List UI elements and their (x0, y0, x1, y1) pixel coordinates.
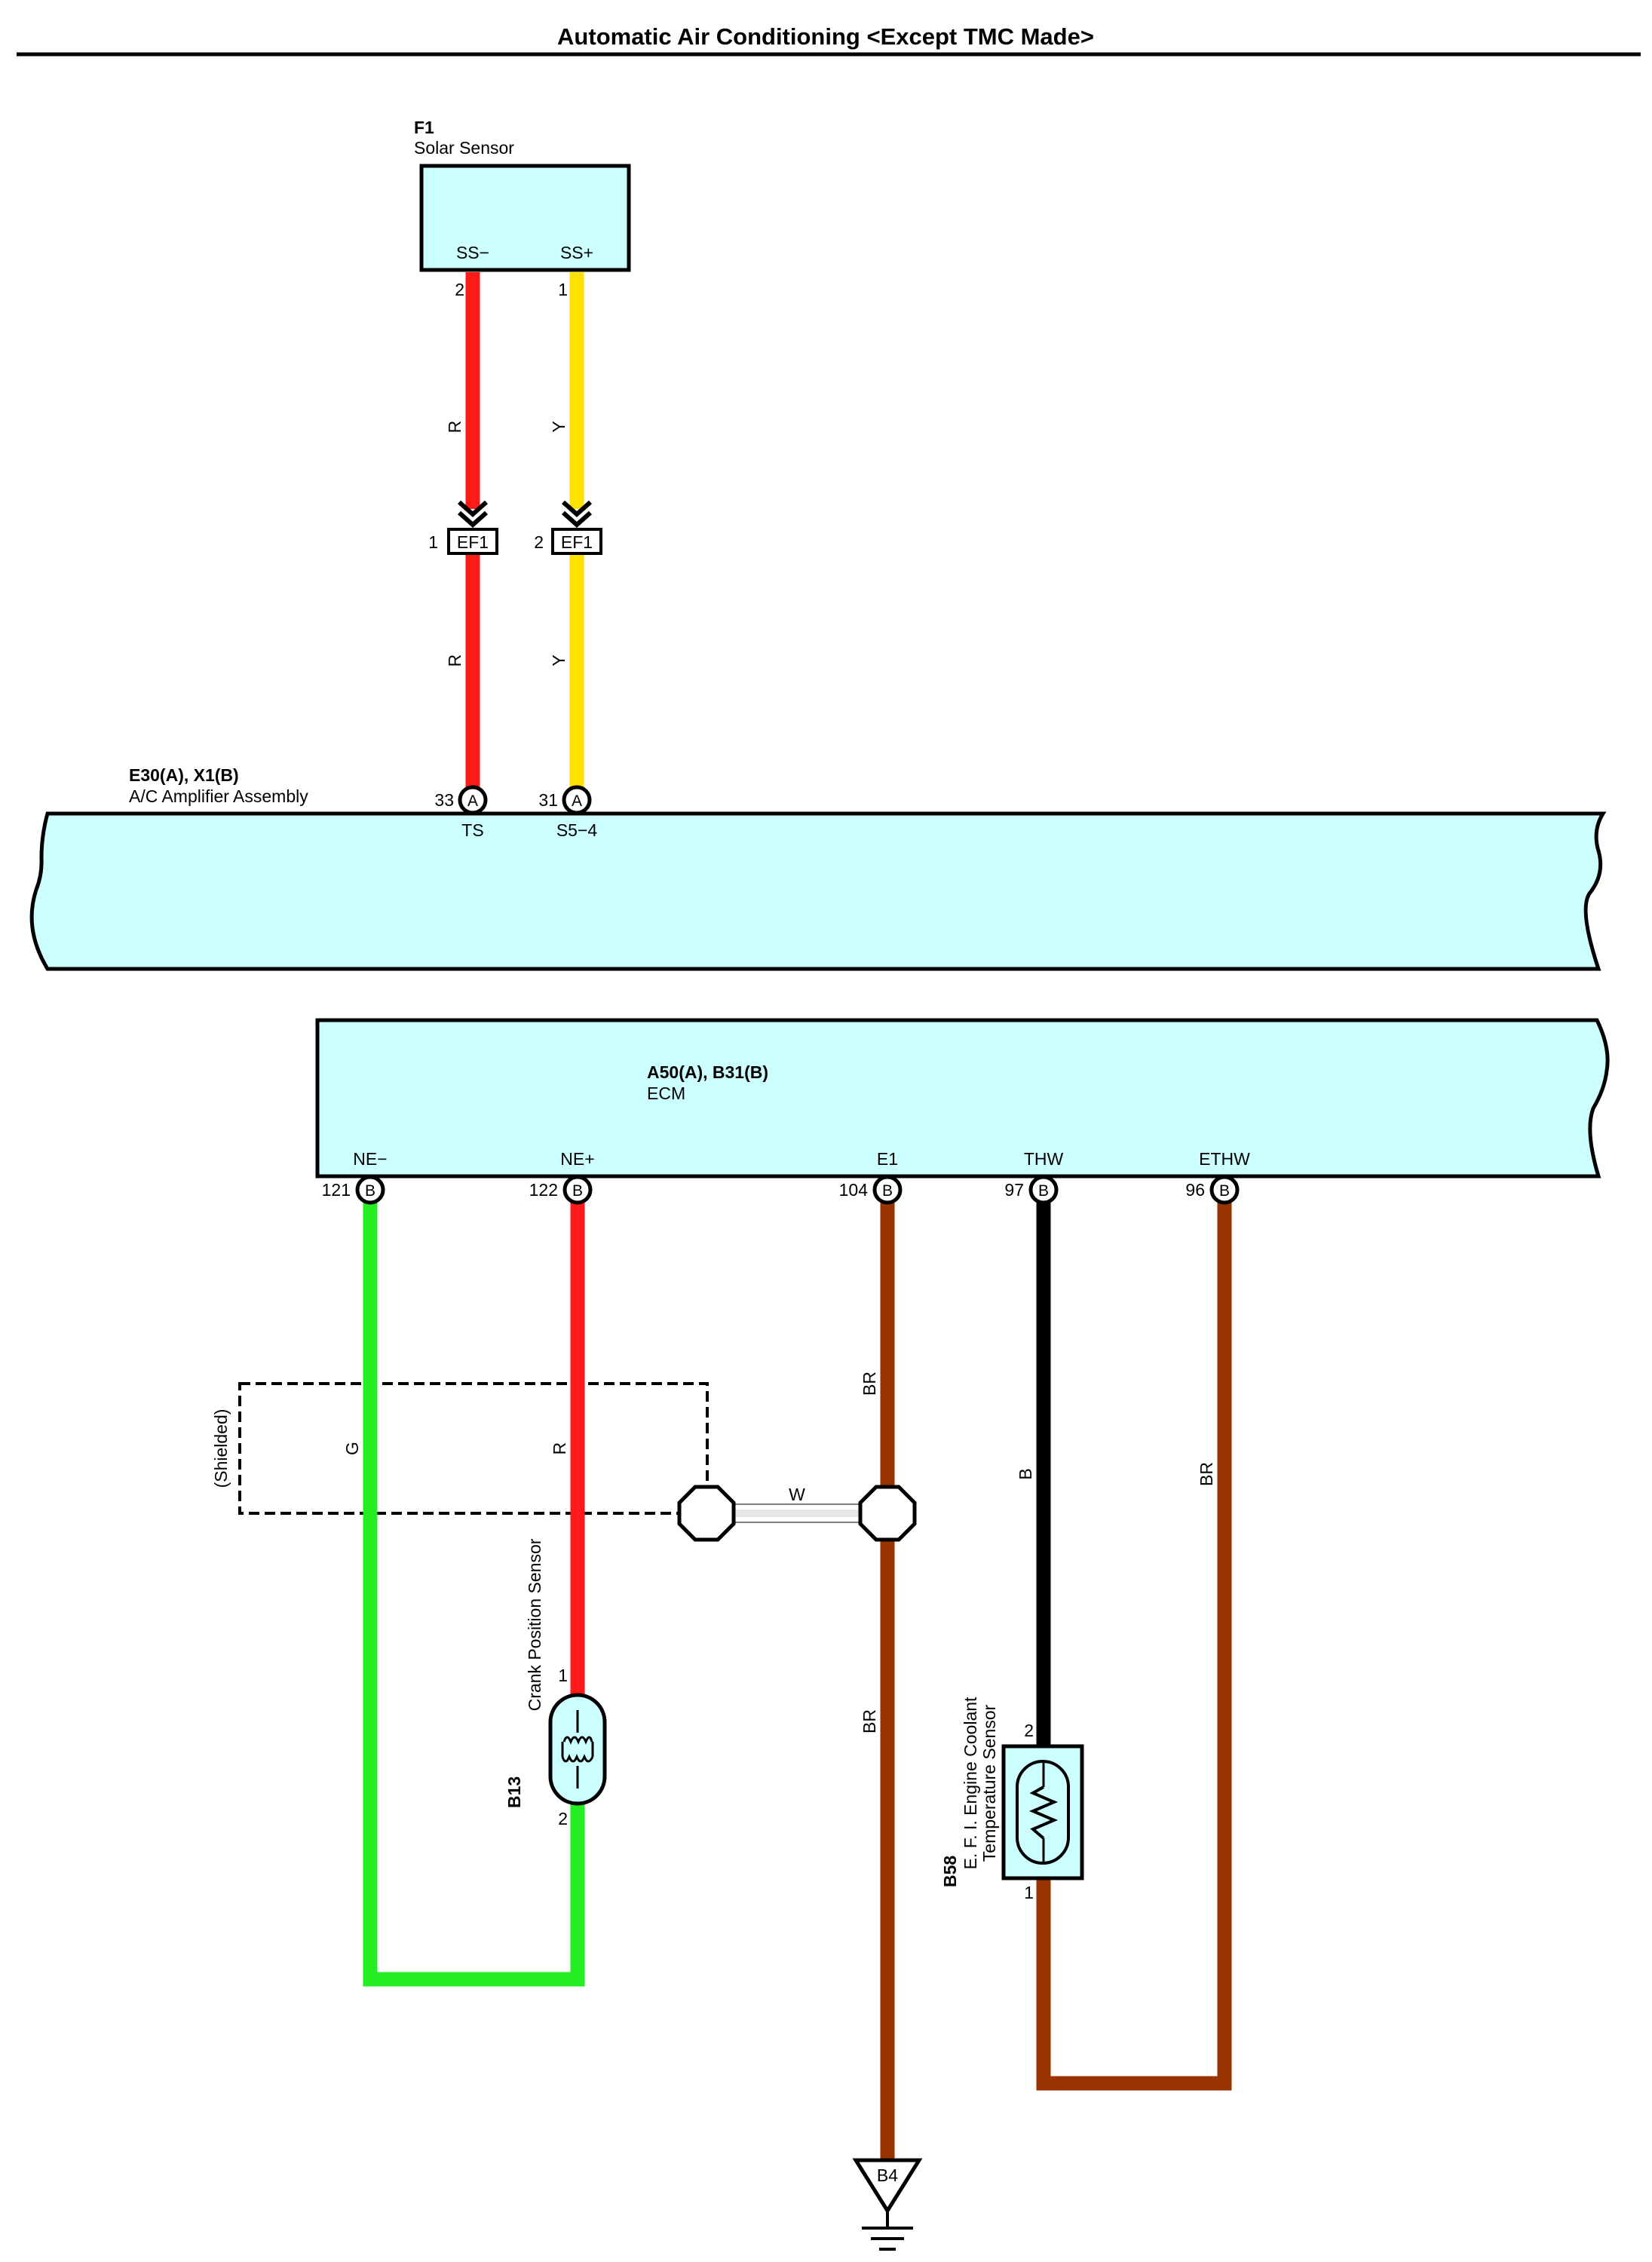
ecm-code: A50(A), B31(B) (647, 1062, 768, 1082)
wire-color-label: R (445, 654, 464, 667)
shield-joint-right (858, 1485, 917, 1542)
coolant-sensor-code: B58 (940, 1856, 960, 1887)
ac-amplifier-code: E30(A), X1(B) (129, 765, 239, 785)
wire-color-label: BR (860, 1709, 879, 1733)
connector-letter: B (882, 1182, 893, 1200)
ac-amplifier-pin-33: A (458, 785, 488, 815)
wire-color-label: Y (549, 654, 569, 666)
ecm-pin-label-e1: E1 (877, 1149, 898, 1169)
ecm-pin-label-ethw: ETHW (1199, 1149, 1250, 1169)
ef1-label: EF1 (457, 532, 489, 552)
crank-position-sensor (548, 1693, 607, 1806)
ef1-pin-num-2: 2 (534, 532, 544, 552)
crank-sensor-pin-2: 2 (558, 1809, 568, 1828)
wire-color-label: B (1016, 1468, 1035, 1479)
wire-g-ne-minus (363, 1203, 585, 1987)
ac-amplifier-name: A/C Amplifier Assembly (129, 786, 308, 806)
connector-letter: B (1038, 1182, 1049, 1200)
solar-sensor-code: F1 (414, 118, 434, 137)
wire-color-label: W (789, 1485, 805, 1504)
wire-br-ethw (1036, 1203, 1232, 2091)
wire-color-label: BR (1197, 1462, 1216, 1486)
ac-amplifier-pin-label: TS (461, 820, 483, 840)
ef1-connector-pin-1: EF1 (447, 500, 498, 555)
crank-sensor-name: Crank Position Sensor (525, 1538, 544, 1711)
ecm-pin-label-ne-minus: NE− (353, 1149, 387, 1169)
ecm-box (315, 1018, 1610, 1179)
connector-letter: B (365, 1182, 375, 1200)
ground-symbol (852, 2158, 923, 2251)
wire-color-label: BR (860, 1372, 879, 1396)
wire-color-label: Y (549, 421, 569, 432)
ecm-pin-104: B (872, 1175, 903, 1205)
ecm-name: ECM (647, 1083, 685, 1103)
wire-color-label: R (445, 421, 464, 434)
ecm-pin-121: B (355, 1175, 385, 1205)
coil-icon (562, 1736, 593, 1745)
solar-sensor-box (419, 164, 631, 272)
ground-label: B4 (877, 2165, 898, 2185)
coolant-sensor-name-line2: Temperature Sensor (979, 1704, 999, 1862)
ecm-pin-label-thw: THW (1024, 1149, 1064, 1169)
shield-label: (Shielded) (211, 1409, 231, 1488)
ef1-label: EF1 (561, 532, 593, 552)
solar-sensor-pin-label-ss-minus: SS− (456, 243, 489, 262)
crank-sensor-code: B13 (504, 1776, 524, 1808)
ef1-connector-pin-2: EF1 (551, 500, 602, 555)
ecm-pin-label-ne-plus: NE+ (560, 1149, 594, 1169)
ac-amplifier-box (29, 811, 1607, 971)
connector-letter: B (572, 1182, 583, 1200)
coolant-sensor-name-line1: E. F. I. Engine Coolant (961, 1696, 980, 1869)
ef1-pin-num-1: 1 (428, 532, 438, 552)
ecm-pin-num: 122 (529, 1180, 558, 1200)
wire-color-label: R (550, 1442, 569, 1455)
ecm-pin-num: 121 (322, 1180, 351, 1200)
shield-outline (238, 1382, 709, 1515)
coolant-sensor-pin-1: 1 (1024, 1883, 1034, 1902)
ac-amplifier-pin-31: A (562, 785, 592, 815)
ecm-pin-96: B (1209, 1175, 1240, 1205)
crank-sensor-pin-1: 1 (558, 1666, 568, 1685)
page-title: Automatic Air Conditioning <Except TMC M… (557, 23, 1094, 50)
ac-amplifier-pin-num: 31 (538, 790, 558, 810)
coolant-sensor-pin-2: 2 (1024, 1721, 1034, 1740)
solar-sensor-pin-num-1: 1 (558, 280, 568, 299)
solar-sensor-name: Solar Sensor (414, 138, 514, 158)
ecm-pin-122: B (562, 1175, 593, 1205)
ecm-pin-num: 104 (839, 1180, 869, 1200)
resistor-icon (1028, 1785, 1059, 1840)
connector-letter: A (572, 792, 582, 810)
connector-letter: B (1219, 1182, 1230, 1200)
coolant-temperature-sensor (1001, 1744, 1084, 1880)
connector-letter: A (467, 792, 478, 810)
solar-sensor-pin-num-2: 2 (455, 280, 464, 299)
ecm-pin-num: 96 (1185, 1180, 1205, 1200)
ecm-pin-97: B (1028, 1175, 1059, 1205)
ac-amplifier-pin-label: S5−4 (556, 820, 598, 840)
shield-joint-left (677, 1485, 736, 1542)
ecm-pin-num: 97 (1004, 1180, 1024, 1200)
wire-color-label: G (342, 1442, 362, 1455)
ac-amplifier-pin-num: 33 (434, 790, 454, 810)
solar-sensor-pin-label-ss-plus: SS+ (560, 243, 593, 262)
